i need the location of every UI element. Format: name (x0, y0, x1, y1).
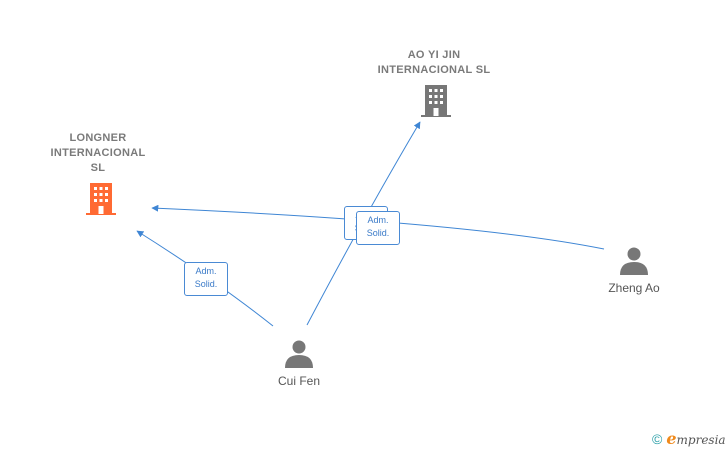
person-icon[interactable] (285, 340, 313, 369)
person-icon[interactable] (620, 247, 648, 276)
edge-zhengao-longner (151, 204, 605, 250)
brand-initial: e (666, 429, 677, 448)
company-name-aoyijin[interactable]: AO YI JIN INTERNACIONAL SL (377, 49, 491, 76)
brand-logo: © empresia (652, 429, 726, 448)
person-name-cuifen[interactable]: Cui Fen (277, 374, 321, 388)
building-icon[interactable] (86, 183, 116, 215)
copyright-icon: © (652, 430, 663, 447)
edge-label-cuifen-aoyijin: Adm. Solid. (356, 211, 400, 245)
person-name-zhengao[interactable]: Zheng Ao (608, 281, 660, 295)
building-icon[interactable] (421, 85, 451, 117)
brand-rest: mpresia (676, 433, 726, 447)
edge-label-cuifen-longner: Adm. Solid. (184, 262, 228, 296)
company-name-longner[interactable]: LONGNER INTERNACIONAL SL (50, 132, 146, 174)
